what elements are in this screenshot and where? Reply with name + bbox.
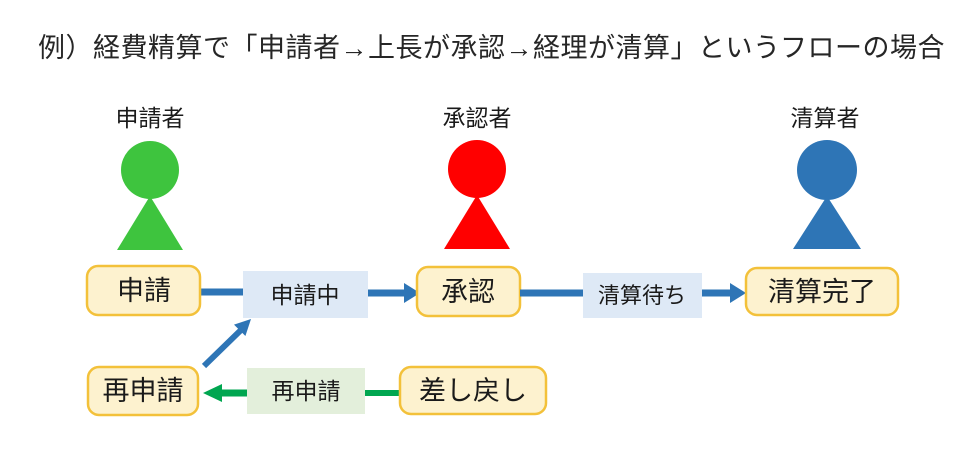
arrow-head xyxy=(730,283,746,303)
arrow-head xyxy=(203,384,222,402)
arrow-applying-to-approve xyxy=(368,283,420,303)
actor-applicant-label: 申請者 xyxy=(116,105,185,131)
actor-applicant: 申請者 xyxy=(116,105,185,250)
action-box xyxy=(744,266,900,317)
status-box xyxy=(583,273,702,318)
node-label: 申請 xyxy=(117,276,171,306)
arrow-awaiting-to-settled xyxy=(702,283,746,303)
node-settlement-done: 清算完了 xyxy=(744,266,900,317)
arrow-head xyxy=(234,319,251,336)
status-box xyxy=(247,368,365,414)
status-label: 申請中 xyxy=(271,282,340,308)
node-approve: 承認 xyxy=(415,265,522,318)
node-label: 清算完了 xyxy=(768,277,876,307)
action-box xyxy=(398,365,548,416)
actor-approver-label: 承認者 xyxy=(443,105,512,131)
person-icon-applicant xyxy=(117,141,183,250)
person-head xyxy=(797,140,857,200)
person-icon-approver xyxy=(444,140,510,249)
node-apply: 申請 xyxy=(85,264,202,317)
person-head xyxy=(448,140,506,198)
node-label: 差し戻し xyxy=(419,376,527,406)
status-label: 清算待ち xyxy=(598,283,686,308)
actor-settler-label: 清算者 xyxy=(791,105,860,131)
action-box xyxy=(85,264,202,317)
status-label: 再申請 xyxy=(272,378,341,404)
status-applying: 申請中 xyxy=(243,271,368,318)
diagram-title: 例）経費精算で「申請者→上長が承認→経理が清算」というフローの場合 xyxy=(38,33,945,63)
node-reapply: 再申請 xyxy=(86,365,200,417)
status-box xyxy=(243,271,368,318)
arrow-head xyxy=(404,283,420,303)
person-icon-settler xyxy=(793,140,861,249)
arrow-reapplystatus-to-reapply xyxy=(203,384,247,402)
node-label: 再申請 xyxy=(103,376,184,406)
status-reapply: 再申請 xyxy=(247,368,365,414)
person-body xyxy=(793,196,861,249)
person-head xyxy=(121,141,179,199)
actor-approver: 承認者 xyxy=(443,105,512,249)
node-label: 承認 xyxy=(441,277,495,307)
status-awaiting-settlement: 清算待ち xyxy=(583,273,702,318)
arrow-reapply-to-applying xyxy=(201,319,251,369)
actor-settler: 清算者 xyxy=(791,105,861,249)
action-box xyxy=(86,365,200,417)
arrow-shaft xyxy=(201,327,244,369)
node-send-back: 差し戻し xyxy=(398,365,548,416)
person-body xyxy=(117,196,183,250)
person-body xyxy=(444,195,510,249)
